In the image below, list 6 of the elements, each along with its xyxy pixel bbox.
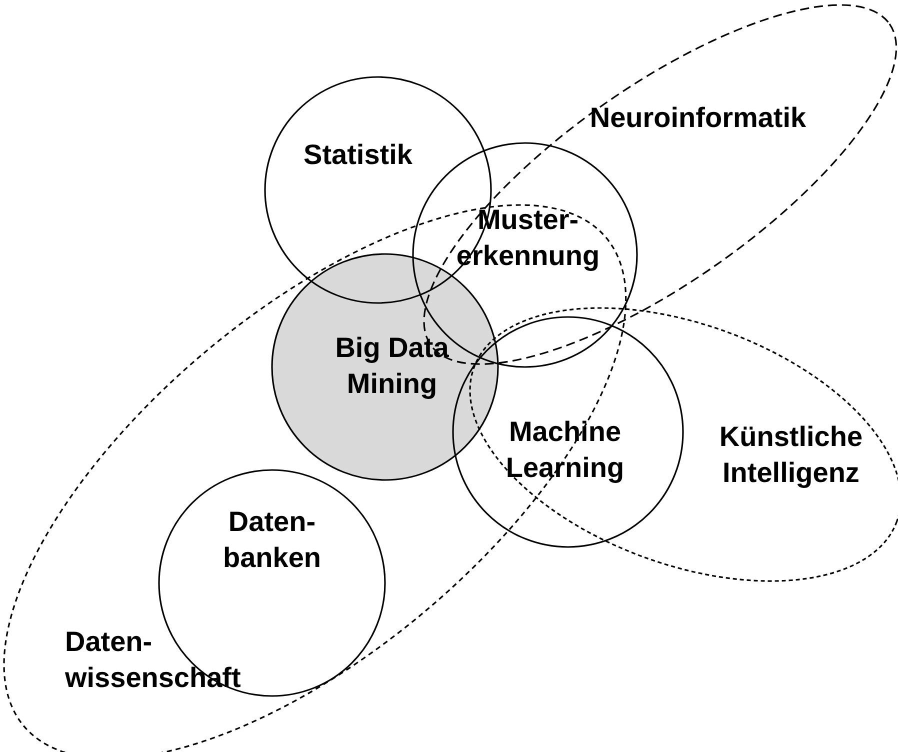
category-label: Künstliche Intelligenz [718,420,864,490]
category-label: Machine Learning [504,415,626,485]
category-label: Statistik [304,138,412,172]
category-label: Big Data Mining [334,330,450,401]
category-label: Neuroinformatik [590,100,806,135]
category-label: Daten- banken [222,504,322,575]
